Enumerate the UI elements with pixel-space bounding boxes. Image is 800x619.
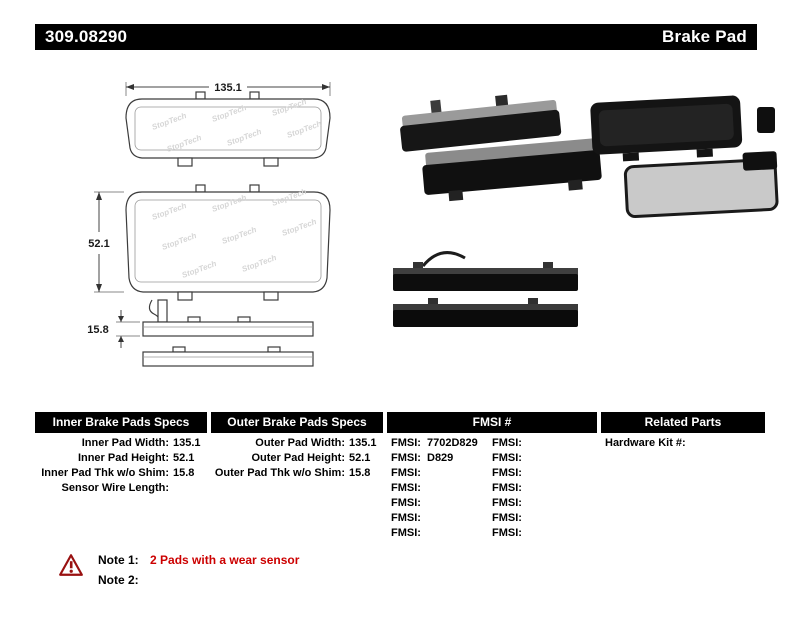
fmsi-row: FMSI: [391,466,492,481]
note-2: Note 2: [98,570,299,590]
spec-value: 135.1 [173,437,201,449]
fmsi-row: FMSI: [391,481,492,496]
note-1: Note 1: 2 Pads with a wear sensor [98,550,299,570]
fmsi-value [427,481,492,496]
fmsi-label: FMSI: [391,497,421,509]
spec-row: Outer Pad Height: 52.1 [211,451,383,466]
fmsi-column: FMSI # FMSI: 7702D829 FMSI: D829 FMSI: F… [387,412,597,560]
fmsi-label: FMSI: [492,452,522,464]
fmsi-value [427,466,492,481]
spec-value: 52.1 [349,452,371,464]
spec-value [169,481,207,496]
warning-icon [59,554,83,576]
fmsi-value [528,481,593,496]
part-number: 309.08290 [45,27,128,46]
related-parts-header: Related Parts [601,412,765,433]
thickness-dimension-label: 15.8 [87,324,108,336]
fmsi-right-list: FMSI: FMSI: FMSI: FMSI: FMSI: FMSI: [492,436,593,541]
fmsi-value [427,526,492,541]
spec-row: Inner Pad Width: 135.1 [35,436,207,451]
fmsi-left-list: FMSI: 7702D829 FMSI: D829 FMSI: FMSI: FM… [391,436,492,541]
fmsi-value [528,526,593,541]
spec-label: Outer Pad Height: [251,452,345,464]
fmsi-row: FMSI: [492,511,593,526]
note-lines: Note 1: 2 Pads with a wear sensor Note 2… [98,550,299,590]
product-photos [393,94,779,327]
fmsi-label: FMSI: [492,497,522,509]
fmsi-value [528,436,593,451]
spec-row: Sensor Wire Length: [35,481,207,496]
spec-value: 135.1 [349,437,377,449]
related-part-row: Hardware Kit #: [605,436,761,451]
fmsi-label: FMSI: [391,512,421,524]
related-part-label: Hardware Kit #: [605,437,686,449]
note-text: 2 Pads with a wear sensor [150,553,300,567]
fmsi-value [427,496,492,511]
fmsi-label: FMSI: [391,482,421,494]
spec-label: Outer Pad Width: [255,437,345,449]
pad-photo-side-stack [393,251,578,327]
note-label: Note 1: [98,553,139,567]
spec-label: Outer Pad Thk w/o Shim: [214,467,345,479]
fmsi-value: D829 [427,452,454,464]
fmsi-row: FMSI: [391,511,492,526]
pad-photo-angled [400,94,602,202]
fmsi-value [528,466,593,481]
fmsi-label: FMSI: [492,527,522,539]
fmsi-label: FMSI: [391,437,421,449]
spec-value: 15.8 [173,467,195,479]
spec-row: Inner Pad Height: 52.1 [35,451,207,466]
spec-label: Inner Pad Thk w/o Shim: [41,467,169,479]
note-label: Note 2: [98,573,139,587]
fmsi-row: FMSI: [492,436,593,451]
fmsi-label: FMSI: [391,467,421,479]
fmsi-row: FMSI: [492,481,593,496]
fmsi-value: 7702D829 [427,437,478,449]
fmsi-label: FMSI: [492,467,522,479]
spec-label: Inner Pad Height: [77,452,169,464]
inner-specs-header: Inner Brake Pads Specs [35,412,207,433]
fmsi-value [427,511,492,526]
fmsi-row: FMSI: [391,496,492,511]
spec-value: 52.1 [173,452,195,464]
fmsi-row: FMSI: [492,451,593,466]
related-parts-column: Related Parts Hardware Kit #: [601,412,765,560]
spec-row: Outer Pad Thk w/o Shim: 15.8 [211,466,383,481]
spec-label: Inner Pad Width: [81,437,169,449]
outer-specs-header: Outer Brake Pads Specs [211,412,383,433]
width-dimension-label: 135.1 [214,82,242,94]
title-bar: 309.08290 Brake Pad [35,24,757,50]
notes-section: Note 1: 2 Pads with a wear sensor Note 2… [58,550,299,590]
spec-value: 15.8 [349,467,371,479]
fmsi-label: FMSI: [492,437,522,449]
fmsi-label: FMSI: [492,512,522,524]
fmsi-row: FMSI: 7702D829 [391,436,492,451]
product-type: Brake Pad [662,27,747,46]
fmsi-label: FMSI: [391,527,421,539]
spec-row: Outer Pad Width: 135.1 [211,436,383,451]
fmsi-row: FMSI: [492,526,593,541]
spec-row: Inner Pad Thk w/o Shim: 15.8 [35,466,207,481]
technical-drawing: 135.1 StopTech StopTech StopTech StopTec… [87,82,331,367]
outer-pad-drawing: 52.1 StopTech StopTech StopTech StopTech… [88,184,331,327]
inner-specs-column: Inner Brake Pads Specs Inner Pad Width: … [35,412,207,560]
fmsi-label: FMSI: [492,482,522,494]
fmsi-row: FMSI: D829 [391,451,492,466]
edge-view-drawing: 15.8 [87,299,314,367]
fmsi-value [528,496,593,511]
spec-label: Sensor Wire Length: [61,482,169,494]
inner-pad-drawing: 135.1 StopTech StopTech StopTech StopTec… [125,82,331,167]
fmsi-header: FMSI # [387,412,597,433]
fmsi-value [528,451,593,466]
fmsi-value [528,511,593,526]
fmsi-label: FMSI: [391,452,421,464]
fmsi-row: FMSI: [391,526,492,541]
outer-specs-column: Outer Brake Pads Specs Outer Pad Width: … [211,412,383,560]
pad-photo-flat [590,95,779,219]
fmsi-row: FMSI: [492,466,593,481]
height-dimension-label: 52.1 [88,238,109,250]
fmsi-row: FMSI: [492,496,593,511]
